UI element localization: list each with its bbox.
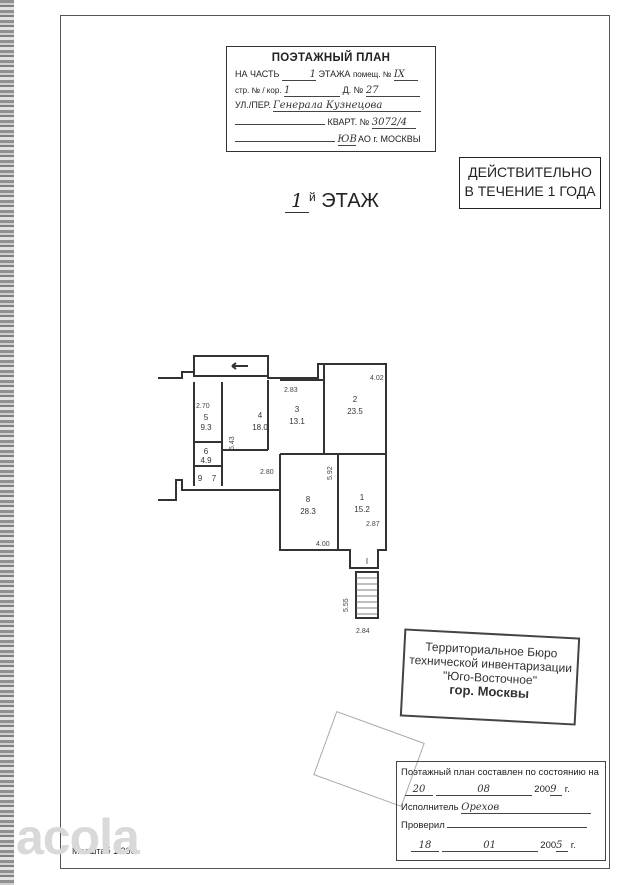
room-2-no: 2 xyxy=(353,395,358,404)
validity-line-2: В ТЕЧЕНИЕ 1 ГОДА xyxy=(464,183,596,199)
floor-number: 1 xyxy=(285,190,309,213)
building-value: 1 xyxy=(284,85,341,97)
house-label: Д. № xyxy=(342,85,364,95)
district-value: ЮВ xyxy=(337,134,357,146)
dim-1: 4.02 xyxy=(370,375,384,382)
executor-signature: Орехов xyxy=(461,802,592,814)
room-1-no: 1 xyxy=(360,493,365,502)
room-6-area: 4.9 xyxy=(200,456,212,465)
state-label: Поэтажный план составлен по состоянию на xyxy=(401,767,599,778)
building-label: стр. № / кор. xyxy=(235,86,282,95)
state-year-unit: г. xyxy=(564,784,570,795)
room-3-no: 3 xyxy=(295,405,300,414)
part-floor-value: 1 xyxy=(281,69,316,81)
street-value: Генерала Кузнецова xyxy=(273,100,422,112)
room-9-no: 9 xyxy=(198,474,203,483)
bti-stamp: Территориальное Бюро технической инвента… xyxy=(399,628,581,726)
checked-month: 01 xyxy=(441,840,538,852)
checked-day: 18 xyxy=(411,840,439,852)
room-8-area: 28.3 xyxy=(300,507,316,516)
watermark: acola xyxy=(16,809,140,865)
dim-4: 6.43 xyxy=(229,436,236,450)
room-5-area: 9.3 xyxy=(200,423,212,432)
state-day: 20 xyxy=(405,784,433,796)
state-year-prefix: 200 xyxy=(534,784,551,795)
checked-year-prefix: 200 xyxy=(540,840,557,851)
floor-plan: 1 15.2 2 23.5 3 13.1 4 18.0 5 9.3 6 4.9 … xyxy=(158,355,387,635)
house-value: 27 xyxy=(365,85,420,97)
dim-6: 5.92 xyxy=(327,466,334,480)
room-2-area: 23.5 xyxy=(347,407,363,416)
part-prefix: НА ЧАСТЬ xyxy=(235,69,280,79)
premises-value: IX xyxy=(393,69,418,81)
checked-year-unit: г. xyxy=(570,840,576,851)
validity-box: ДЕЙСТВИТЕЛЬНО В ТЕЧЕНИЕ 1 ГОДА xyxy=(459,157,601,209)
quarter-label: КВАРТ. № xyxy=(327,117,370,127)
checked-label: Проверил xyxy=(401,820,445,831)
room-4-area: 18.0 xyxy=(252,423,268,432)
room-8-no: 8 xyxy=(306,495,311,504)
document-frame xyxy=(60,15,610,869)
plan-header: ПОЭТАЖНЫЙ ПЛАН НА ЧАСТЬ 1 ЭТАЖА помещ. №… xyxy=(226,46,436,152)
scan-edge xyxy=(0,0,14,885)
dim-2: 2.83 xyxy=(284,387,298,394)
plan-title: ПОЭТАЖНЫЙ ПЛАН xyxy=(271,52,391,64)
quarter-value: 3072/4 xyxy=(371,117,416,129)
dim-5: 2.80 xyxy=(260,469,274,476)
dim-7: 4.00 xyxy=(316,541,330,548)
state-year-suffix: 9 xyxy=(550,784,563,796)
floor-label: ЭТАЖ xyxy=(321,190,379,212)
room-3-area: 13.1 xyxy=(289,417,305,426)
room-7-no: 7 xyxy=(212,474,217,483)
floor-suffix: й xyxy=(309,190,316,204)
dim-3: 2.70 xyxy=(196,403,210,410)
validity-line-1: ДЕЙСТВИТЕЛЬНО xyxy=(468,164,592,180)
premises-label: помещ. № xyxy=(352,70,392,79)
state-month: 08 xyxy=(435,784,532,796)
dim-9: 2.84 xyxy=(356,628,370,635)
district-suffix: АО г. МОСКВЫ xyxy=(358,134,421,144)
room-I-no: I xyxy=(366,557,368,566)
checked-year-suffix: 5 xyxy=(556,840,569,852)
dim-10: 5.55 xyxy=(343,598,350,612)
room-5-no: 5 xyxy=(204,413,209,422)
scale-label: Масштаб 1:200 xyxy=(72,846,136,856)
room-1-area: 15.2 xyxy=(354,505,370,514)
executor-label: Исполнитель xyxy=(401,802,459,813)
dim-8: 2.87 xyxy=(366,521,380,528)
room-4-no: 4 xyxy=(258,411,263,420)
footer-box: Поэтажный план составлен по состоянию на… xyxy=(396,761,606,861)
checked-signature xyxy=(447,827,588,828)
street-label: УЛ./ПЕР. xyxy=(235,100,271,110)
room-6-no: 6 xyxy=(204,447,209,456)
part-floor-label: ЭТАЖА xyxy=(318,69,351,79)
